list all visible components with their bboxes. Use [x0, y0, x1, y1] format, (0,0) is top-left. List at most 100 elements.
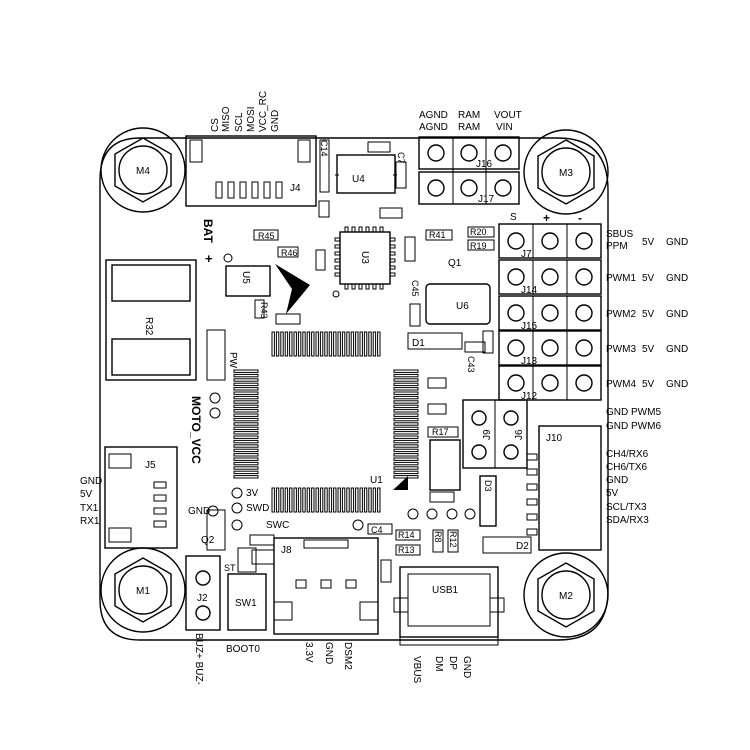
connector-usb1: USB1 VBUS DM DP GND — [393, 566, 505, 684]
svg-text:J2: J2 — [197, 593, 208, 604]
svg-text:D2: D2 — [516, 541, 529, 552]
chip-u3: U3 — [332, 226, 396, 298]
svg-text:PPM: PPM — [606, 241, 628, 252]
j4-pin — [215, 181, 223, 199]
svg-text:5V: 5V — [642, 309, 655, 320]
svg-text:GND: GND — [270, 110, 281, 132]
chip-u4: U4 — [335, 154, 397, 194]
connector-j2: J2 BUZ+ BUZ- — [185, 555, 221, 685]
j4-pin-labels: CS MISO SCL MOSI VCC_RC GND — [210, 91, 281, 132]
button-sw1: SW1 BOOT0 — [226, 547, 267, 655]
connector-j10: J10 — [526, 425, 602, 551]
mount-hole-m1: M1 — [100, 547, 186, 633]
svg-text:PWM2: PWM2 — [606, 309, 636, 320]
svg-text:U3: U3 — [359, 251, 370, 264]
swd-pads: 3V SWD GND SWC — [188, 392, 476, 531]
svg-text:GND: GND — [666, 379, 688, 390]
svg-text:R8: R8 — [433, 531, 443, 543]
svg-text:DSM2: DSM2 — [342, 642, 353, 670]
svg-text:U1: U1 — [370, 475, 383, 486]
svg-text:R17: R17 — [432, 427, 449, 437]
connector-j16-j17: AGND AGND RAM RAM VOUT VIN J16 J17 — [418, 110, 522, 205]
svg-text:MOSI: MOSI — [246, 106, 257, 132]
svg-text:J8: J8 — [281, 545, 292, 556]
svg-text:J13: J13 — [521, 356, 538, 367]
svg-text:GND: GND — [323, 642, 334, 664]
j4-pin — [239, 181, 247, 199]
svg-text:C4: C4 — [371, 525, 383, 535]
svg-text:VCC_RC: VCC_RC — [258, 91, 269, 132]
svg-text:GND: GND — [666, 237, 688, 248]
svg-text:R13: R13 — [398, 545, 415, 555]
orientation-arrow — [275, 264, 310, 314]
svg-text:5V: 5V — [642, 379, 655, 390]
passive-components — [206, 139, 532, 583]
mount-label-m4: M4 — [136, 166, 150, 177]
svg-text:AGND: AGND — [419, 110, 448, 121]
svg-text:SDA/RX3: SDA/RX3 — [606, 515, 649, 526]
svg-text:CH4/RX6: CH4/RX6 — [606, 449, 649, 460]
designator-labels: R45 R46 R43 R41 R20 R19 R17 R14 R13 R12 … — [201, 140, 529, 573]
svg-text:GND PWM6: GND PWM6 — [606, 421, 661, 432]
svg-text:R14: R14 — [398, 530, 415, 540]
svg-text:GND: GND — [606, 475, 628, 486]
mount-label-m3: M3 — [559, 168, 573, 179]
j4-pin — [275, 181, 283, 199]
svg-text:RAM: RAM — [458, 122, 480, 133]
svg-text:GND PWM5: GND PWM5 — [606, 407, 661, 418]
svg-text:R12: R12 — [448, 531, 458, 548]
bat-label: BAT + — [201, 219, 233, 266]
svg-text:R46: R46 — [281, 248, 298, 258]
svg-text:SCL: SCL — [234, 112, 245, 132]
svg-text:J10: J10 — [546, 433, 563, 444]
servo-row-j15: J15 PWM2 5V GND — [498, 295, 688, 332]
svg-text:U6: U6 — [456, 301, 469, 312]
right-label-group: GND PWM5 GND PWM6 CH4/RX6 CH6/TX6 GND 5V… — [606, 407, 661, 526]
svg-text:C7: C7 — [396, 152, 406, 164]
mount-hole-m3: M3 — [523, 129, 609, 215]
svg-text:5V: 5V — [642, 344, 655, 355]
svg-text:TX1: TX1 — [80, 503, 99, 514]
chip-u5: U5 — [225, 265, 271, 297]
svg-text:VOUT: VOUT — [494, 110, 522, 121]
svg-text:DP: DP — [447, 656, 458, 670]
svg-text:U4: U4 — [352, 174, 365, 185]
svg-text:SBUS: SBUS — [606, 229, 634, 240]
svg-text:D1: D1 — [412, 338, 425, 349]
j4-pin — [263, 181, 271, 199]
svg-text:GND: GND — [461, 656, 472, 678]
mcu-u1: U1 — [233, 331, 419, 531]
svg-text:RAM: RAM — [458, 110, 480, 121]
svg-text:C14: C14 — [319, 140, 329, 157]
chip-u6: U6 — [425, 283, 491, 325]
svg-text:R32: R32 — [143, 317, 154, 336]
connector-j5: J5 GND 5V TX1 RX1 — [80, 446, 178, 549]
svg-text:PWM1: PWM1 — [606, 273, 636, 284]
svg-text:R41: R41 — [429, 230, 446, 240]
resistor-r32: R32 — [105, 259, 197, 381]
connector-j4: J4 — [185, 135, 317, 207]
svg-text:5V: 5V — [642, 237, 655, 248]
servo-minus-label: - — [578, 211, 582, 225]
j4-pin — [251, 181, 259, 199]
svg-text:J15: J15 — [521, 321, 538, 332]
svg-text:J6: J6 — [514, 429, 525, 440]
svg-text:J9: J9 — [482, 429, 493, 440]
svg-text:R20: R20 — [470, 227, 487, 237]
servo-s-label: S — [510, 212, 517, 223]
svg-text:PWM4: PWM4 — [606, 379, 636, 390]
svg-text:MISO: MISO — [221, 106, 232, 132]
svg-text:ST: ST — [224, 563, 236, 573]
svg-text:J12: J12 — [521, 391, 538, 402]
svg-text:J16: J16 — [476, 159, 493, 170]
svg-text:USB1: USB1 — [432, 585, 459, 596]
svg-text:PW: PW — [227, 352, 238, 369]
svg-text:5V: 5V — [642, 273, 655, 284]
svg-text:GND: GND — [666, 309, 688, 320]
svg-text:BOOT0: BOOT0 — [226, 644, 260, 655]
mount-hole-m2: M2 — [523, 552, 609, 638]
